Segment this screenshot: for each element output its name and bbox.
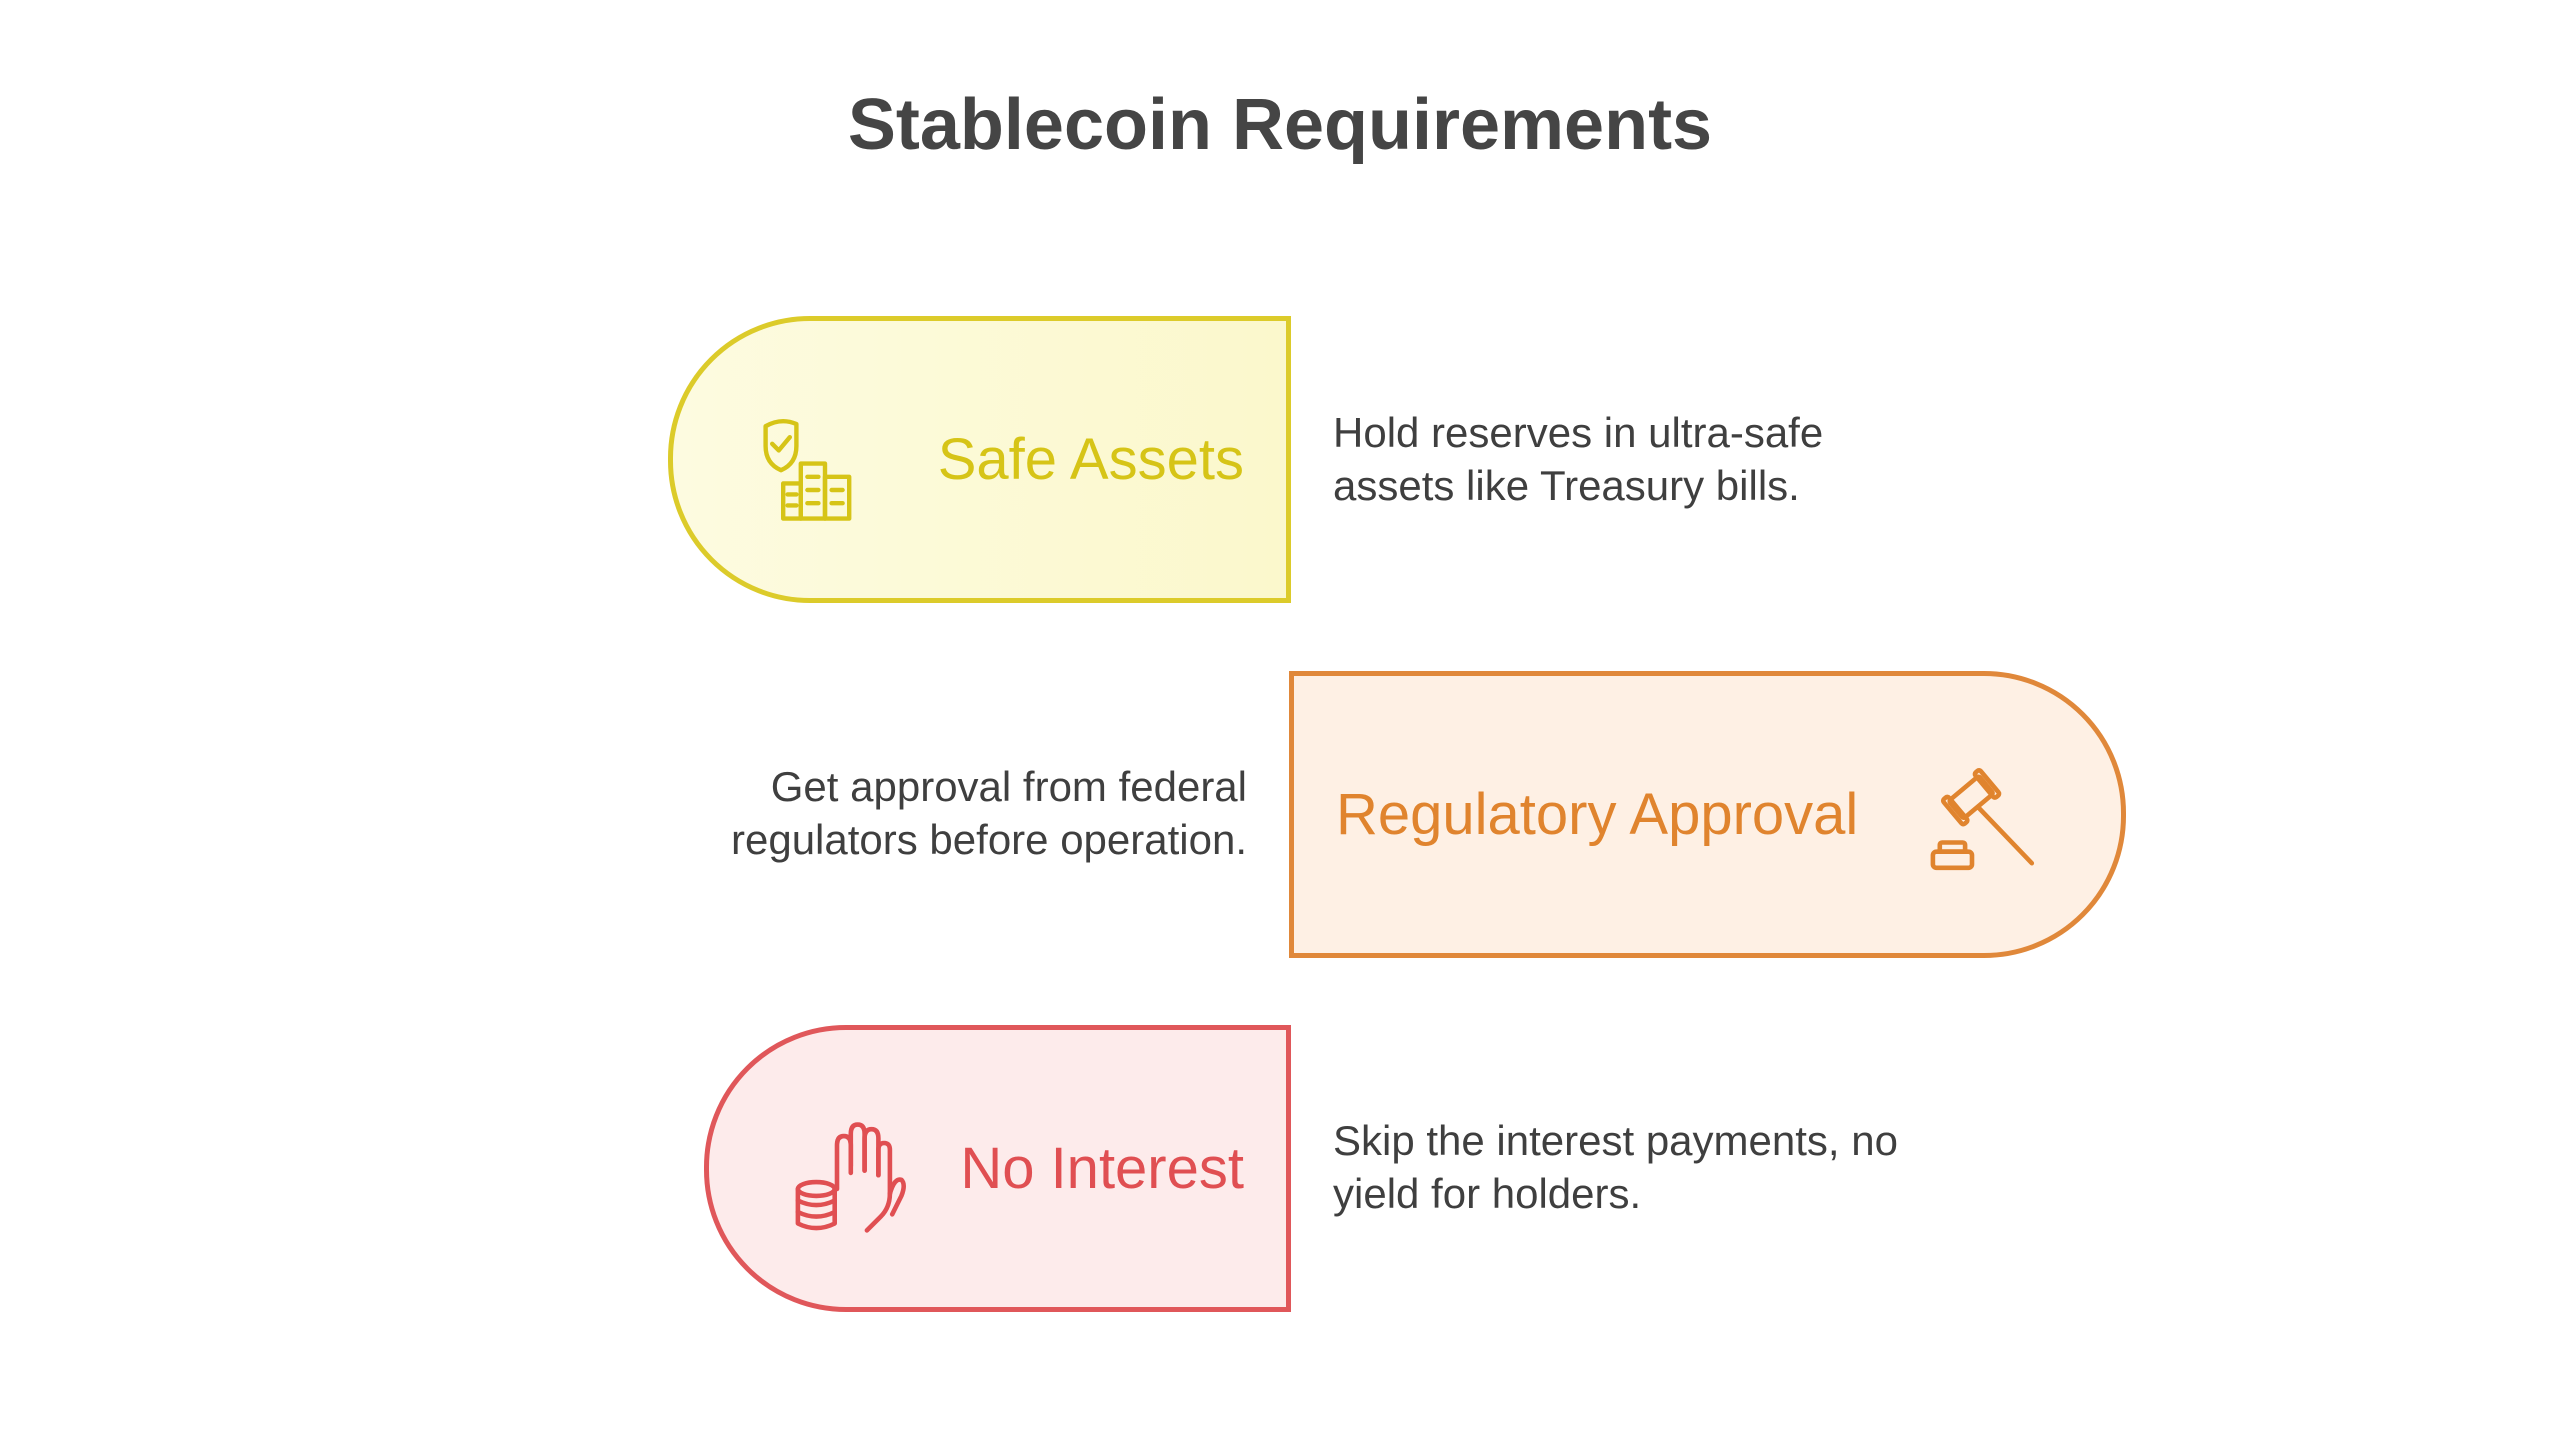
regulatory-approval-description: Get approval from federal regulators bef… <box>731 760 1247 866</box>
safe-assets-description: Hold reserves in ultra-safe assets like … <box>1333 406 1823 512</box>
regulatory-approval-pill: Regulatory Approval <box>1289 671 2126 958</box>
diagram-title: Stablecoin Requirements <box>847 85 1713 165</box>
no-interest-label: No Interest <box>960 1135 1244 1201</box>
no-interest-description: Skip the interest payments, no yield for… <box>1333 1114 1898 1220</box>
safe-assets-pill: Safe Assets <box>668 316 1291 603</box>
description-line: Skip the interest payments, no <box>1333 1117 1898 1164</box>
description-line: assets like Treasury bills. <box>1333 462 1800 509</box>
hand-coins-icon <box>795 1122 906 1233</box>
no-interest-pill: No Interest <box>704 1025 1291 1312</box>
gavel-icon <box>1930 768 2035 871</box>
description-line: Hold reserves in ultra-safe <box>1333 409 1824 456</box>
description-line: regulators before operation. <box>731 816 1247 863</box>
shield-buildings-icon <box>763 419 852 521</box>
description-line: Get approval from federal <box>770 763 1247 810</box>
regulatory-approval-label: Regulatory Approval <box>1336 781 1859 847</box>
description-line: yield for holders. <box>1333 1170 1642 1217</box>
safe-assets-label: Safe Assets <box>937 426 1244 492</box>
